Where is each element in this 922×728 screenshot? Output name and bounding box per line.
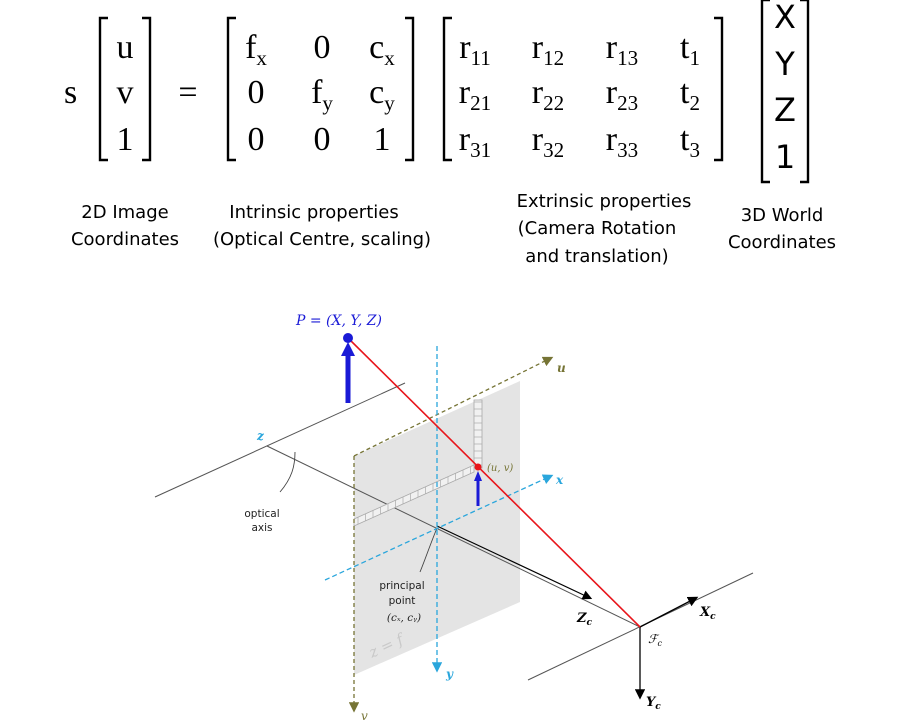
z-axis-label: z [256, 429, 265, 443]
y-axis-label: y [445, 667, 454, 681]
point-p-label: P = (X, Y, Z) [295, 313, 382, 329]
image-vec-1: 1 [117, 121, 134, 158]
bracket-right [142, 16, 152, 162]
intrinsic-cell-0-1: 0 [314, 29, 331, 66]
intrinsic-cell-1-2: cy [369, 74, 395, 115]
caption-image-line1: 2D Image [81, 202, 168, 223]
point-arrowhead-icon [341, 342, 355, 356]
extrinsic-cell-1-0: r21 [459, 74, 491, 115]
equation-scale: s [64, 74, 77, 111]
principal-point-label-line1: principal [379, 580, 424, 592]
camera-x-label: Xc [699, 605, 716, 622]
principal-point-pointer [419, 527, 438, 573]
camera-frame-label: ℱc [648, 632, 662, 648]
extrinsic-cell-2-1: r32 [532, 121, 564, 162]
extrinsic-cell-0-2: r13 [606, 29, 638, 70]
extrinsic-cell-2-0: r31 [459, 121, 491, 162]
world-vec-z: Z [774, 91, 796, 129]
caption-world-line1: 3D World [741, 205, 824, 226]
x-axis-label: x [555, 473, 564, 487]
caption-intrinsic-line2: (Optical Centre, scaling) [213, 229, 431, 250]
world-reference-line [154, 382, 406, 498]
image-vec-u: u [117, 29, 134, 66]
equation-captions: 2D Image Coordinates Intrinsic propertie… [71, 191, 836, 267]
extrinsic-brackets [442, 16, 724, 162]
extrinsic-matrix: r11 r12 r13 t1 r21 r22 r23 t2 r31 r32 r33 t3 [459, 29, 700, 162]
uv-label: (u, v) [487, 463, 513, 474]
image-vec-v: v [117, 74, 134, 111]
world-vec-x: X [774, 0, 796, 36]
extrinsic-cell-1-3: t2 [680, 74, 700, 115]
intrinsic-cell-2-0: 0 [248, 121, 265, 158]
x-axis [324, 474, 554, 581]
optical-axis-label-line1: optical [244, 508, 279, 520]
optical-axis-line [266, 445, 641, 628]
extrinsic-cell-2-2: r33 [606, 121, 638, 162]
camera-z-axis [436, 525, 593, 600]
bracket-left [98, 16, 108, 162]
caption-world-line2: Coordinates [728, 232, 836, 253]
world-vec-1: 1 [775, 138, 795, 176]
optical-axis-pointer [279, 451, 296, 493]
v-axis-label: v [361, 709, 368, 723]
image-vector [98, 16, 152, 162]
projection-ray [347, 337, 641, 628]
intrinsic-cell-2-2: 1 [374, 121, 391, 158]
extrinsic-cell-1-1: r22 [532, 74, 564, 115]
intrinsic-cell-0-2: cx [369, 29, 395, 70]
u-axis-label: u [557, 361, 566, 375]
caption-image-line2: Coordinates [71, 229, 179, 250]
extrinsic-cell-0-1: r12 [532, 29, 564, 70]
caption-extrinsic-line1: Extrinsic properties [517, 191, 692, 212]
projected-arrowhead-icon [474, 471, 482, 481]
extrinsic-cell-0-0: r11 [459, 29, 491, 70]
caption-intrinsic-line1: Intrinsic properties [229, 202, 398, 223]
intrinsic-cell-1-0: 0 [248, 74, 265, 111]
projected-point-uv [474, 463, 482, 471]
pinhole-diagram: P = (X, Y, Z) (u, v) u v x y z optical a… [154, 313, 754, 723]
equals-sign: = [178, 74, 197, 111]
world-brackets [760, 0, 810, 184]
intrinsic-cell-2-1: 0 [314, 121, 331, 158]
extrinsic-cell-1-2: r23 [606, 74, 638, 115]
intrinsic-brackets [226, 16, 415, 162]
intrinsic-cell-0-0: fx [245, 29, 267, 70]
camera-x-axis [639, 596, 699, 628]
principal-point-label-line3: (cₓ, cᵧ) [387, 612, 421, 624]
extrinsic-cell-2-3: t3 [680, 121, 700, 162]
camera-y-label: Yc [646, 695, 661, 712]
caption-extrinsic-line2: (Camera Rotation [518, 218, 677, 239]
point-p [343, 333, 353, 343]
world-vec-y: Y [774, 45, 795, 83]
principal-point-label-line2: point [389, 595, 416, 607]
camera-z-label: Zc [576, 611, 593, 628]
u-axis [353, 356, 554, 457]
optical-axis-label-line2: axis [251, 522, 272, 534]
caption-extrinsic-line3: and translation) [525, 246, 668, 267]
intrinsic-cell-1-1: fy [311, 74, 333, 115]
extrinsic-cell-0-3: t1 [680, 29, 700, 70]
